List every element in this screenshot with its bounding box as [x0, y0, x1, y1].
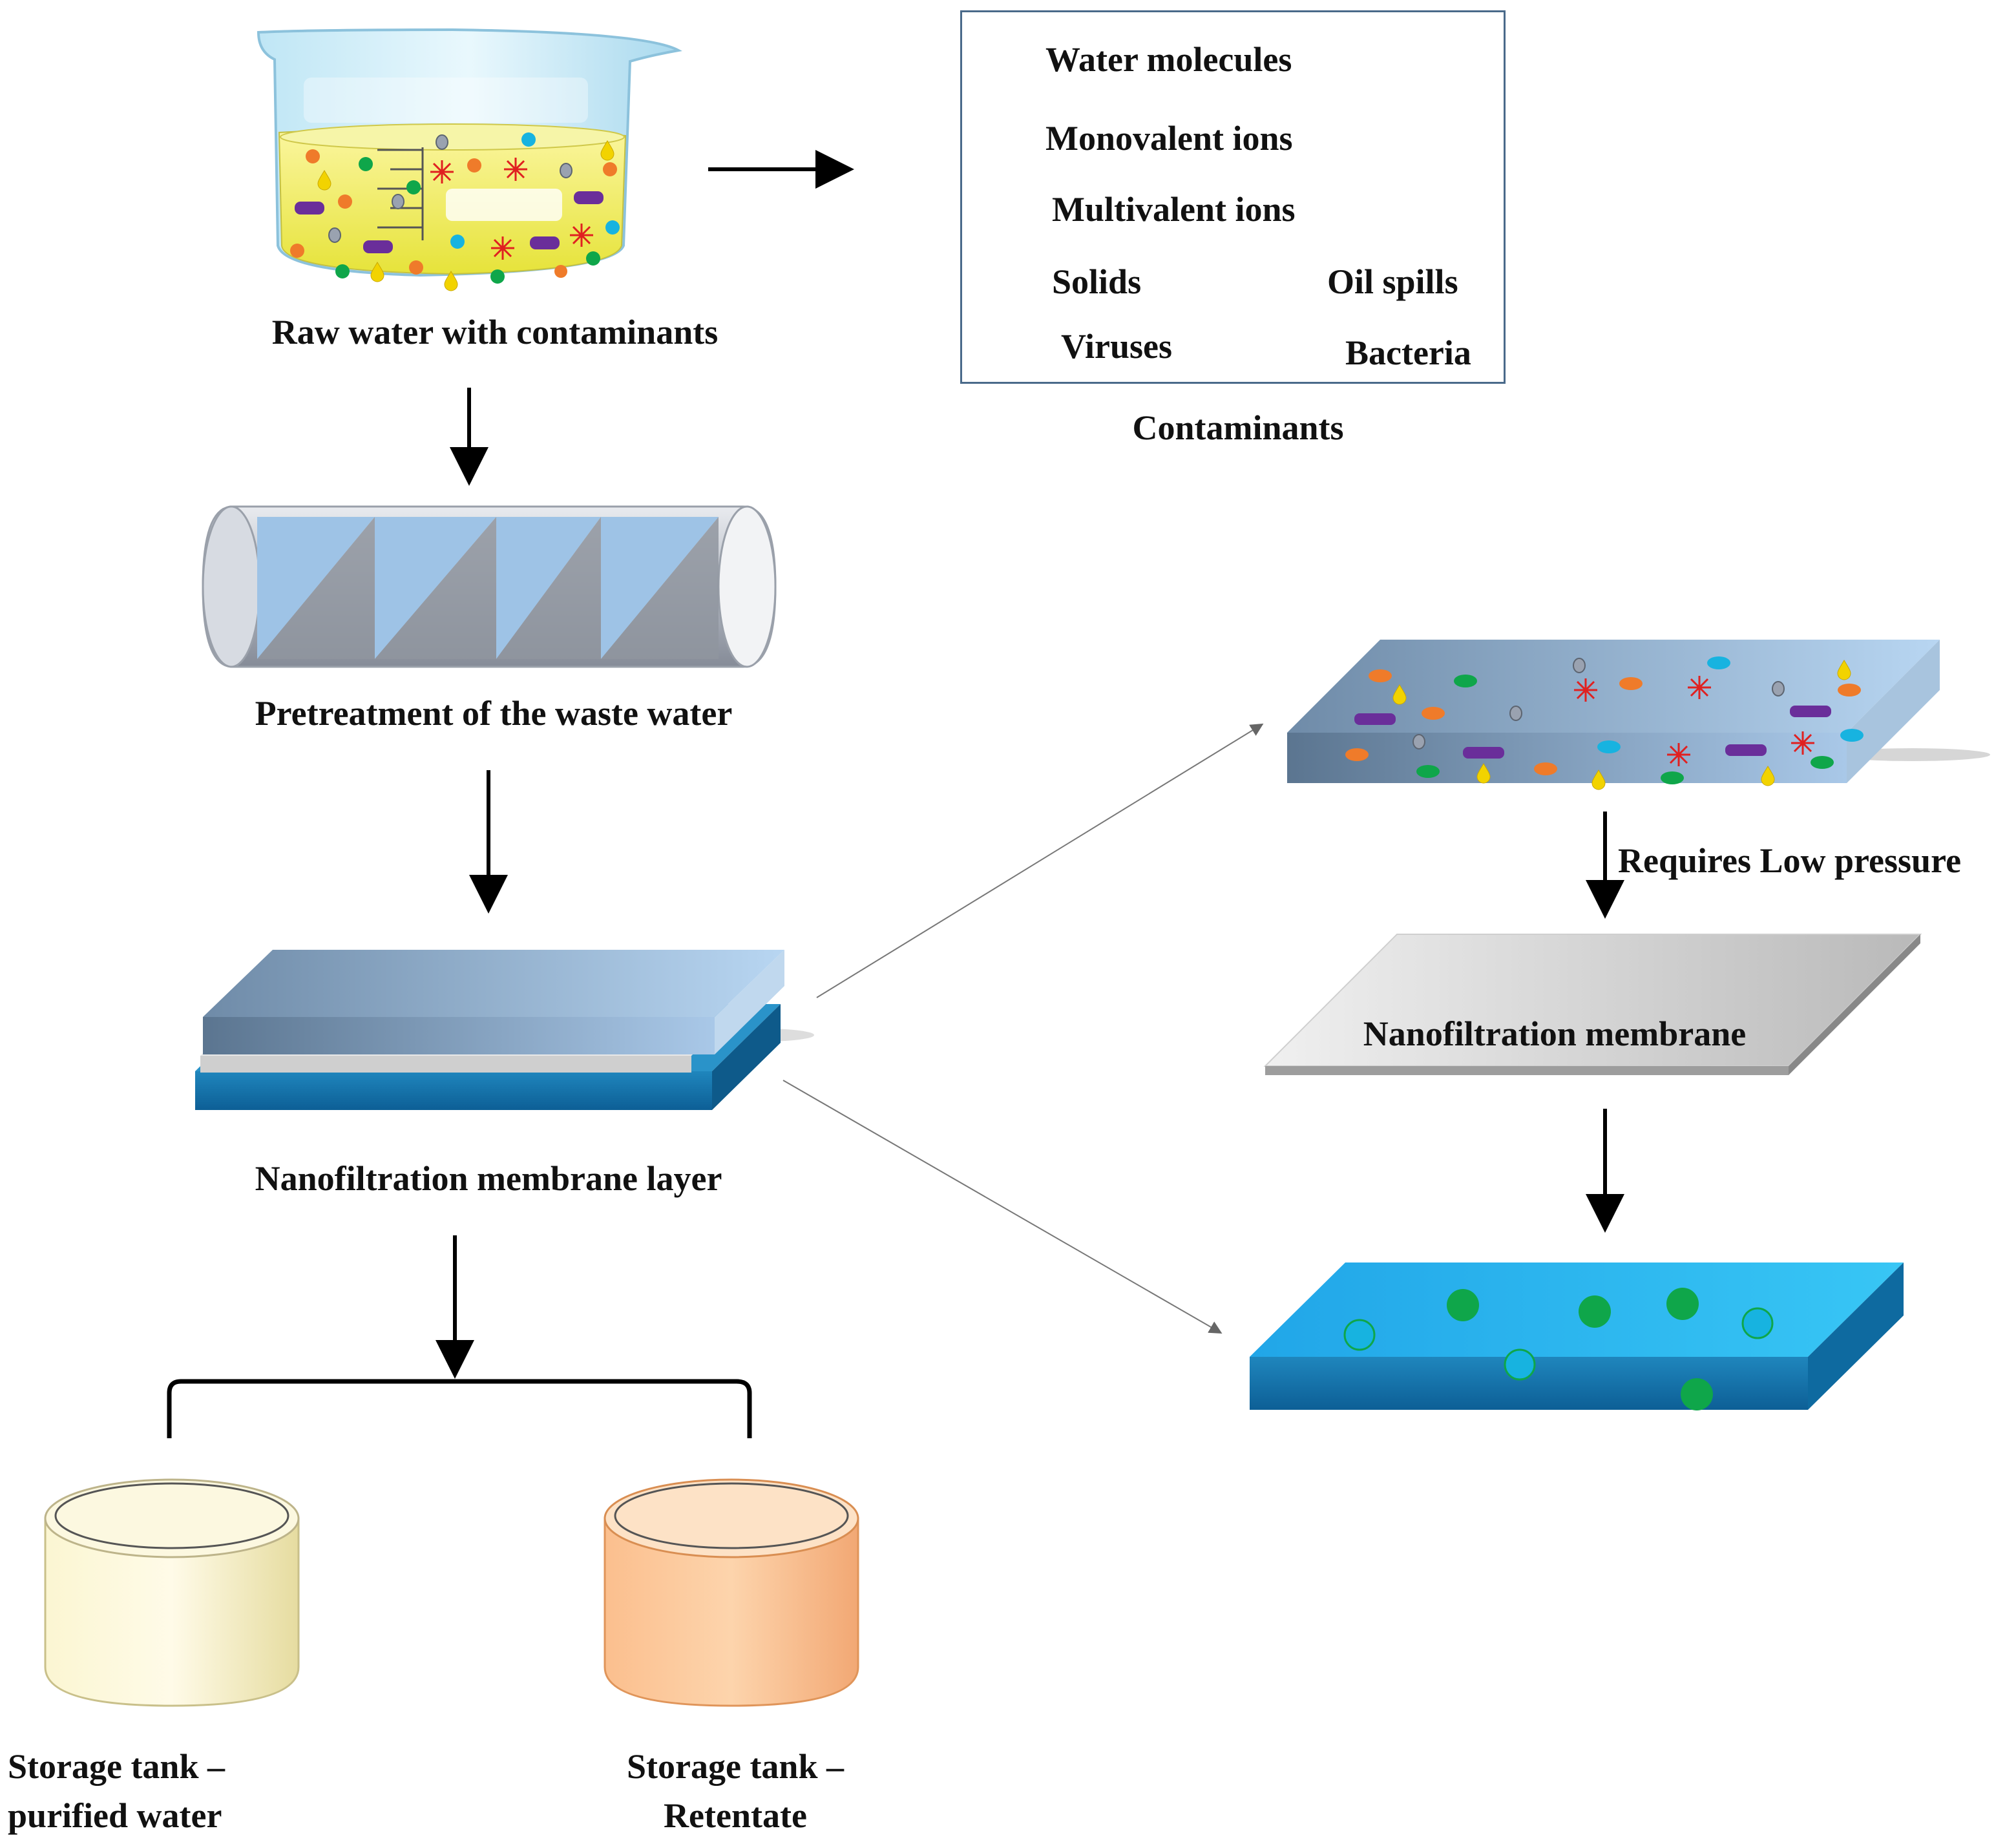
beaker-raw-water [257, 28, 682, 291]
legend-oil-spills: Oil spills [1327, 262, 1458, 301]
legend-water-molecules: Water molecules [1045, 40, 1292, 79]
label-tank-retentate-line1: Storage tank – [627, 1747, 844, 1786]
nanofiltration-membrane-sheet [1263, 934, 1922, 1075]
legend-title: Contaminants [1132, 408, 1344, 447]
permeate-slab [1250, 1263, 1904, 1410]
split-bracket [167, 1379, 752, 1438]
tank-retentate [604, 1478, 859, 1707]
label-nf-membrane: Nanofiltration membrane [1363, 1014, 1747, 1053]
feed-slab-detail [1287, 640, 1990, 790]
tank-purified-water [44, 1478, 300, 1707]
membrane-layer-stack [195, 950, 814, 1110]
label-raw-water: Raw water with contaminants [271, 313, 719, 351]
legend-multivalent-ions: Multivalent ions [1052, 190, 1296, 229]
label-low-pressure: Requires Low pressure [1618, 841, 1962, 880]
legend-bacteria: Bacteria [1345, 333, 1471, 372]
label-nf-layer: Nanofiltration membrane layer [255, 1159, 722, 1198]
pretreatment-cylinder [202, 505, 777, 668]
contaminants-legend [960, 10, 1506, 384]
legend-monovalent-ions: Monovalent ions [1045, 119, 1293, 158]
label-tank-purified-line1: Storage tank – [8, 1747, 225, 1786]
legend-solids: Solids [1052, 262, 1142, 301]
label-tank-retentate-line2: Retentate [664, 1796, 807, 1835]
arrow-to-feed-detail [816, 723, 1264, 998]
label-tank-purified-line2: purified water [8, 1796, 222, 1835]
arrow-to-permeate-detail [782, 1080, 1223, 1334]
legend-viruses: Viruses [1061, 327, 1172, 366]
label-pretreatment: Pretreatment of the waste water [255, 694, 733, 733]
